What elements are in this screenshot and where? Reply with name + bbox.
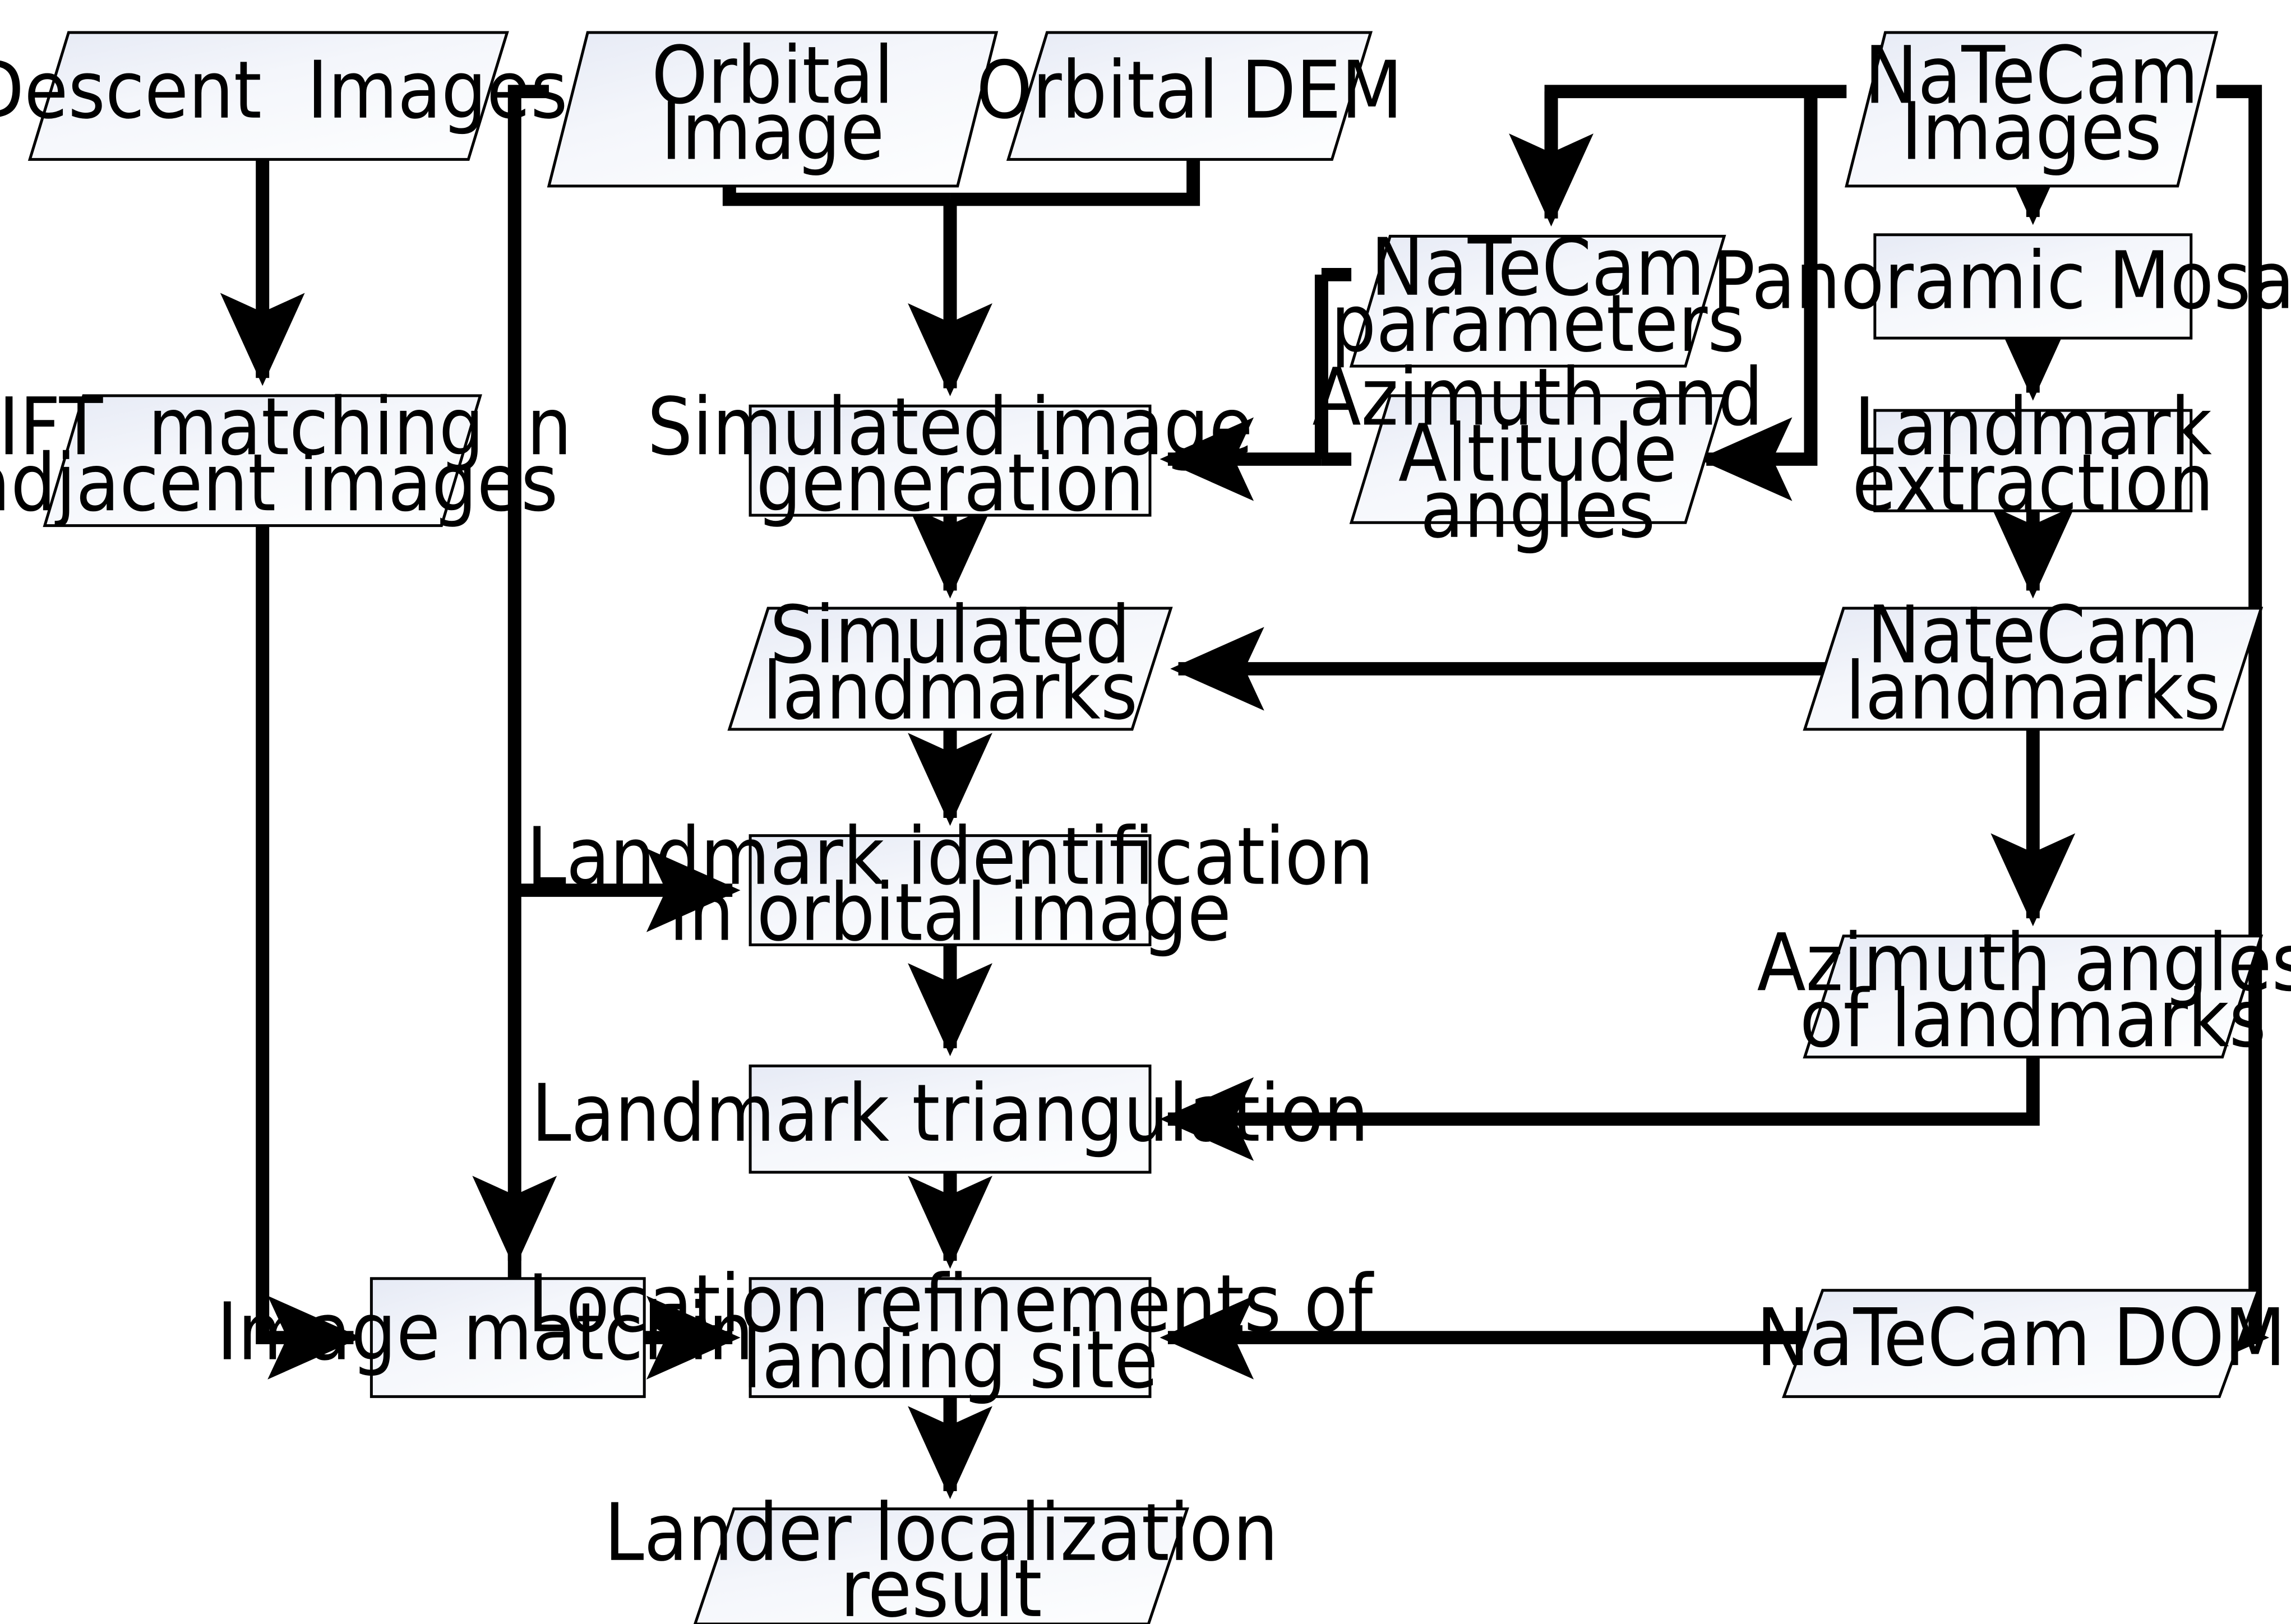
edge-orbital-image-to-junction [722, 186, 950, 206]
node-label-orbital_dem: Orbital DEM [976, 45, 1403, 137]
node-shape-orbital_image [549, 33, 996, 186]
edge-natecam-images-to-dom [2175, 85, 2270, 1380]
node-label-location_refinements: landing site [742, 1315, 1158, 1406]
edge-natecam-images-to-angles [1698, 91, 1818, 501]
node-natecam_dom[interactable]: NaTeCam DOM [1756, 1290, 2286, 1397]
edge-natecam-images-left-bus [1544, 85, 1847, 194]
node-panoramic_mosaic[interactable]: Panoramic Mosaic [1712, 235, 2291, 338]
node-shape-location_refinements [750, 1279, 1150, 1397]
node-shape-image_matching [371, 1279, 644, 1397]
node-label-sift_matching: SIFT matching in [0, 381, 572, 473]
node-label-lander_result: result [840, 1543, 1042, 1624]
node-label-simulated_image_gen: Simulated image [647, 381, 1253, 473]
node-label-simulated_image_gen: generation [756, 437, 1144, 529]
node-label-natecam_parameters: parameters [1331, 278, 1745, 370]
node-descent_images[interactable]: Descent Images [0, 33, 567, 159]
edge-sift-to-image-matching [256, 525, 362, 1380]
node-image_matching[interactable]: Image matching [217, 1279, 799, 1397]
node-label-natecam_dom: NaTeCam DOM [1756, 1292, 2285, 1384]
node-label-descent_images: Descent Images [0, 45, 567, 137]
node-shape-simulated_image_gen [750, 406, 1150, 515]
node-shape-natecam_parameters [1351, 236, 1724, 366]
node-label-natecam_images: NaTeCam [1864, 30, 2198, 122]
node-shape-landmark_identify [750, 836, 1150, 945]
node-shape-panoramic_mosaic [1875, 235, 2191, 338]
edge-azimuth-landmarks-to-triangulate [1160, 1057, 2040, 1161]
node-landmark_triangulate[interactable]: Landmark triangulation [532, 1066, 1369, 1172]
node-shape-azimuth_altitude [1351, 396, 1724, 522]
node-label-landmark_extraction: Landmark [1854, 381, 2213, 473]
node-label-landmark_triangulate: Landmark triangulation [532, 1068, 1369, 1160]
node-label-panoramic_mosaic: Panoramic Mosaic [1712, 235, 2291, 327]
node-shape-descent_images [30, 33, 507, 159]
node-shape-sift_matching [45, 396, 481, 526]
node-label-azimuth_altitude: angles [1420, 464, 1656, 556]
node-shape-azimuth_of_landmarks [1805, 936, 2261, 1057]
edge-layer [220, 85, 2270, 1500]
node-label-simulated_landmarks: Simulated [770, 590, 1130, 682]
node-label-landmark_extraction: extraction [1852, 437, 2214, 529]
node-label-azimuth_altitude: Azimuth and [1312, 352, 1763, 444]
node-label-natecam_landmarks: NateCam [1867, 590, 2199, 682]
node-shape-lander_result [695, 1509, 1188, 1624]
node-label-sift_matching: adjacent images [0, 437, 558, 529]
node-label-simulated_landmarks: landmarks [763, 646, 1138, 738]
node-shape-simulated_landmarks [729, 608, 1171, 729]
node-label-natecam_landmarks: landmarks [1845, 646, 2220, 738]
node-label-azimuth_of_landmarks: of landmarks [1800, 973, 2266, 1065]
node-label-orbital_image: Orbital [652, 30, 894, 122]
node-shape-natecam_landmarks [1805, 608, 2261, 729]
node-orbital_dem[interactable]: Orbital DEM [976, 33, 1403, 159]
node-label-landmark_identify: in orbital image [669, 867, 1231, 959]
node-shape-orbital_dem [1008, 33, 1370, 159]
node-shape-natecam_images [1846, 33, 2216, 186]
node-shape-landmark_triangulate [750, 1066, 1150, 1172]
node-label-azimuth_of_landmarks: Azimuth angles [1757, 917, 2291, 1009]
edge-orbital-image-left-tap [507, 85, 549, 1311]
node-label-image_matching: Image matching [217, 1287, 799, 1378]
node-label-landmark_identify: Landmark identification [526, 811, 1374, 903]
node-label-natecam_parameters: NaTeCam [1371, 222, 1705, 314]
node-shape-natecam_dom [1784, 1290, 2258, 1397]
edge-orbital-dem-to-junction [950, 159, 1200, 206]
node-label-natecam_images: Images [1901, 86, 2162, 178]
node-label-location_refinements: Location refinements of [528, 1259, 1375, 1350]
node-label-lander_result: Lander localization [604, 1487, 1278, 1579]
node-label-orbital_image: Image [661, 86, 885, 178]
node-label-azimuth_altitude: Altitude [1398, 408, 1677, 500]
node-shape-landmark_extraction [1875, 410, 2191, 511]
